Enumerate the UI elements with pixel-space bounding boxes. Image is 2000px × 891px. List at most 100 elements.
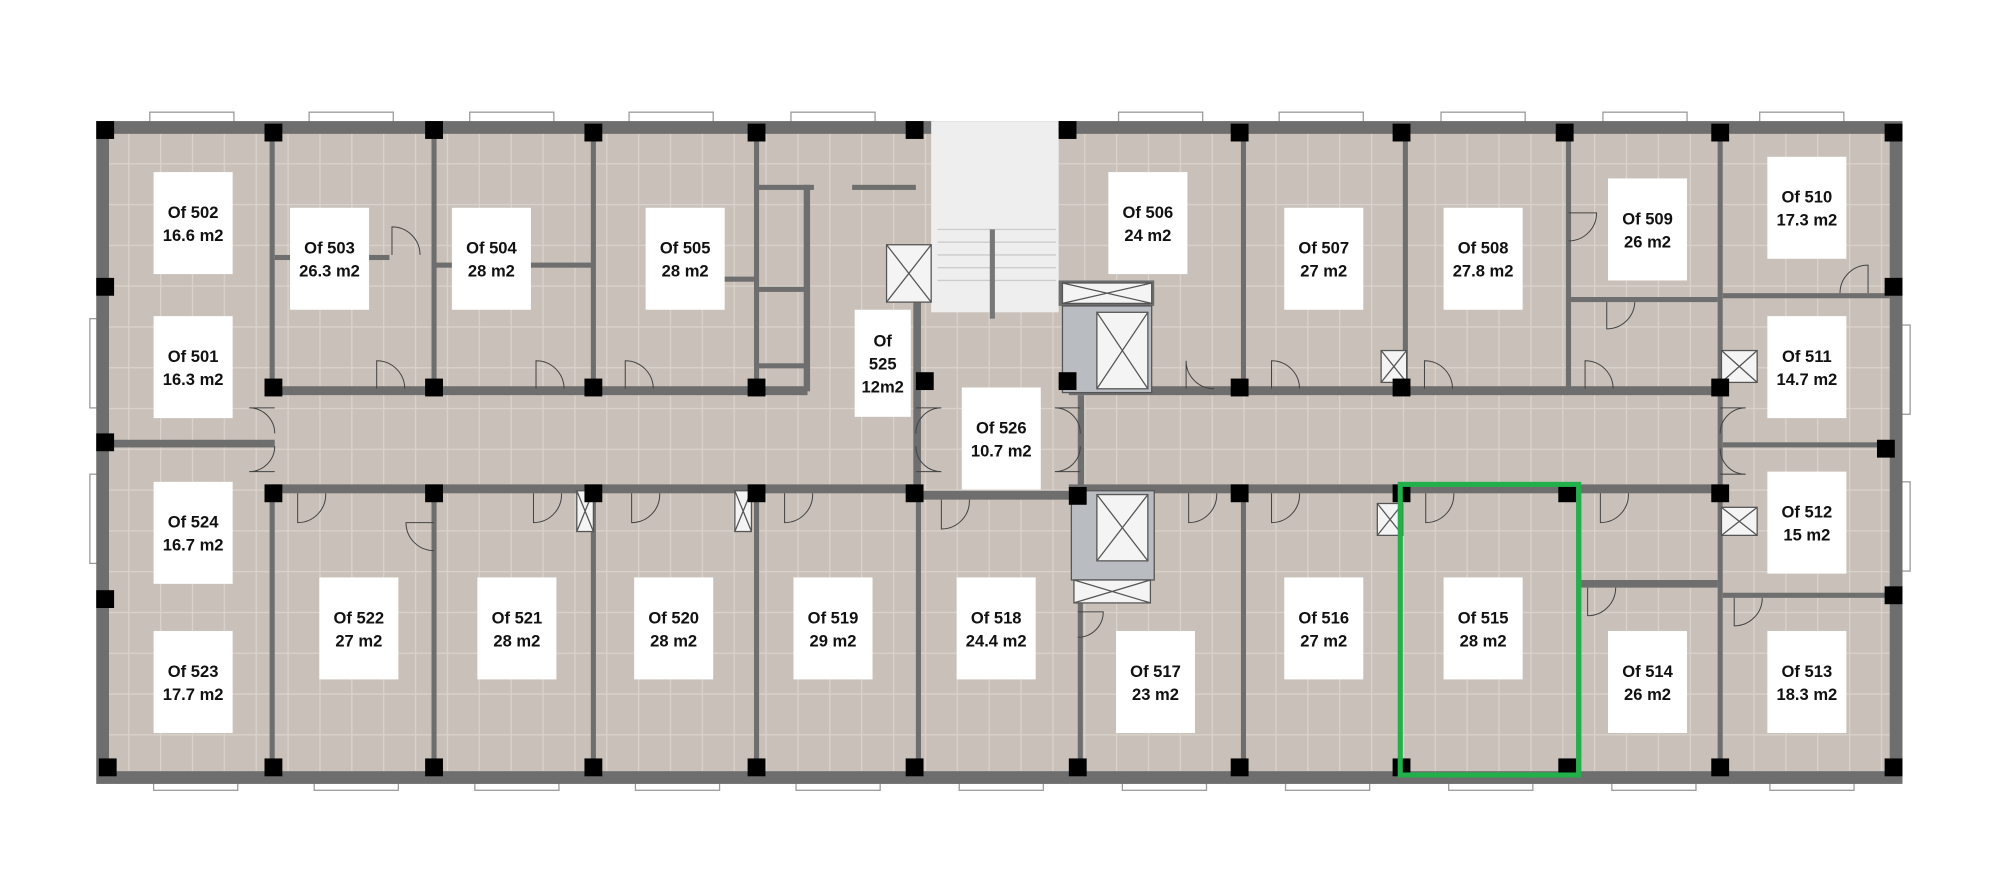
room-text: 525 — [869, 355, 897, 374]
room-label-box — [451, 207, 531, 310]
room-label-box — [793, 577, 873, 680]
column — [264, 378, 283, 397]
column — [1884, 758, 1903, 777]
column — [1058, 372, 1077, 391]
column — [747, 484, 766, 503]
room-text: 15 m2 — [1783, 525, 1830, 544]
room-label-box — [1284, 577, 1364, 680]
room-label-box — [645, 207, 725, 310]
room-label-of-523[interactable]: Of 523 17.7 m2 — [153, 630, 233, 733]
room-label-box — [1443, 577, 1523, 680]
room-name: Of 526 — [976, 418, 1027, 437]
column — [584, 378, 603, 397]
room-label-of-511[interactable]: Of 511 14.7 m2 — [1767, 316, 1847, 419]
column — [905, 121, 924, 139]
room-text: 28 m2 — [650, 631, 697, 650]
room-text: 12m2 — [862, 378, 904, 397]
room-text: 27.8 m2 — [1453, 262, 1514, 281]
column — [747, 378, 766, 397]
column — [1876, 439, 1895, 458]
column — [1884, 123, 1903, 142]
room-text: 24 m2 — [1124, 226, 1171, 245]
room-label-box — [290, 207, 370, 310]
column — [1058, 121, 1077, 139]
column — [425, 121, 443, 139]
room-name: Of 505 — [660, 239, 711, 258]
room-label-of-516[interactable]: Of 516 27 m2 — [1284, 577, 1364, 680]
column — [96, 433, 115, 452]
selected-room-highlight-of-515[interactable] — [1397, 481, 1582, 778]
room-name: Of 517 — [1130, 662, 1181, 681]
room-name: Of 503 — [304, 239, 355, 258]
column — [747, 123, 766, 142]
room-label-box — [1115, 630, 1196, 733]
column — [1558, 484, 1577, 503]
column — [1392, 378, 1411, 397]
room-text: 26 m2 — [1624, 232, 1671, 251]
column — [905, 484, 924, 503]
room-name: Of 511 — [1782, 347, 1832, 366]
room-text: 14.7 m2 — [1776, 370, 1837, 389]
room-name: Of 509 — [1622, 209, 1673, 228]
column — [264, 123, 283, 142]
room-text: 16.7 m2 — [163, 536, 224, 555]
room-text: 17.7 m2 — [163, 685, 224, 704]
column — [96, 277, 115, 296]
room-name: Of 516 — [1298, 608, 1349, 627]
column — [425, 758, 443, 777]
room-label-of-508[interactable]: Of 508 27.8 m2 — [1443, 207, 1523, 310]
column — [1230, 378, 1249, 397]
room-label-of-509[interactable]: Of 509 26 m2 — [1608, 178, 1688, 281]
room-label-box — [477, 577, 557, 680]
room-label-of-506[interactable]: Of 506 24 m2 — [1108, 172, 1188, 275]
column — [584, 758, 603, 777]
column — [1711, 758, 1730, 777]
room-name: Of 506 — [1123, 203, 1174, 222]
room-text: 16.6 m2 — [163, 226, 224, 245]
room-label-box — [153, 630, 233, 733]
column — [1555, 123, 1574, 142]
column — [905, 758, 924, 777]
room-text: 26 m2 — [1624, 685, 1671, 704]
room-label-box — [1767, 471, 1847, 574]
column — [425, 378, 443, 397]
room-name: Of 515 — [1458, 608, 1509, 627]
column — [264, 758, 283, 777]
column — [1392, 123, 1411, 142]
room-text: 28 m2 — [468, 262, 515, 281]
room-text: 18.3 m2 — [1776, 685, 1837, 704]
room-text: 17.3 m2 — [1776, 211, 1837, 230]
column — [1068, 758, 1087, 777]
column — [264, 484, 283, 503]
room-text: 27 m2 — [1300, 631, 1347, 650]
stairwell — [931, 121, 1059, 319]
structural-columns — [96, 121, 1903, 777]
room-label-box — [961, 387, 1041, 490]
column — [96, 121, 115, 139]
room-name: Of 523 — [168, 662, 219, 681]
room-label-box — [1767, 630, 1847, 733]
room-name: Of 508 — [1458, 239, 1509, 258]
